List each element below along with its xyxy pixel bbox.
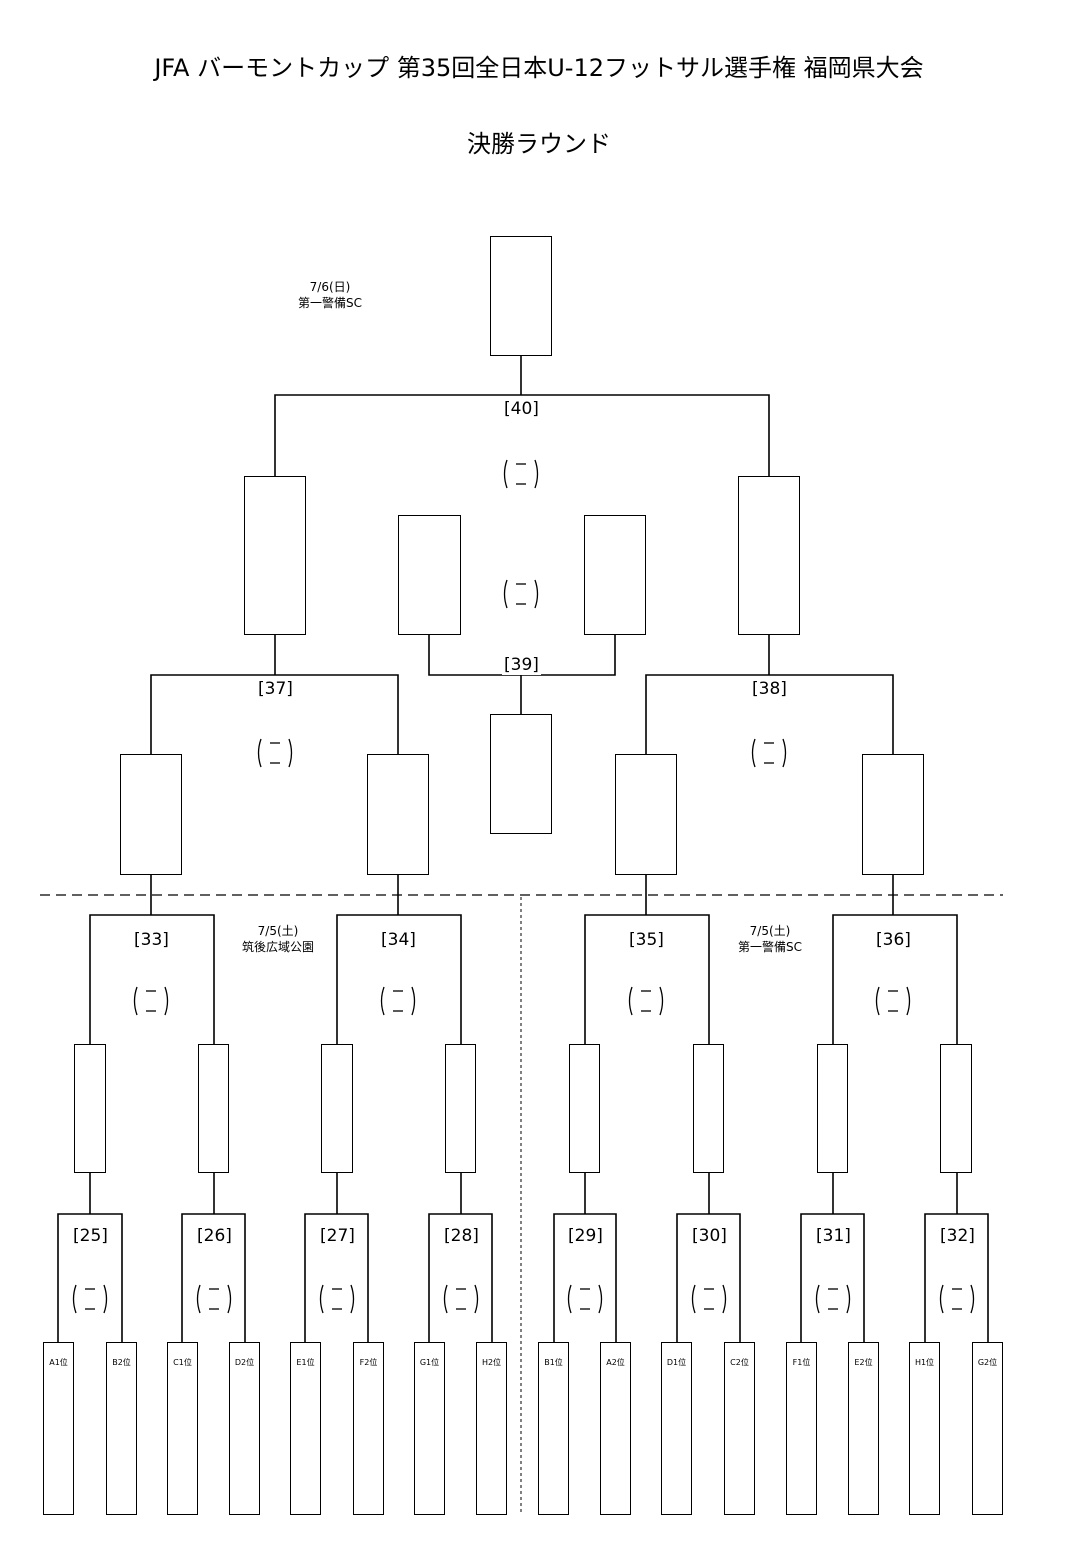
seed-box-h2[interactable]: H2位 [476,1342,507,1515]
winner-box-m33[interactable] [120,754,182,875]
score-box-m27[interactable] [315,1282,359,1316]
venue-info-day1-left: 7/5(土) 筑後広域公園 [218,923,338,955]
seed-box-d1[interactable]: D1位 [661,1342,692,1515]
winner-box-m32[interactable] [940,1044,972,1173]
winner-box-m29[interactable] [569,1044,600,1173]
match-number-m34: [34] [379,930,418,950]
match-number-m31: [31] [814,1226,853,1246]
match-number-m40: [40] [502,399,541,419]
winner-box-m34[interactable] [367,754,429,875]
winner-box-m30[interactable] [693,1044,724,1173]
match-number-m33: [33] [132,930,171,950]
winner-box-m25[interactable] [74,1044,106,1173]
seed-box-b1[interactable]: B1位 [538,1342,569,1515]
connector-m40 [274,356,770,476]
seed-box-b2[interactable]: B2位 [106,1342,137,1515]
score-box-m34[interactable] [376,984,420,1018]
score-box-m35[interactable] [624,984,668,1018]
match-number-m32: [32] [938,1226,977,1246]
score-box-m28[interactable] [439,1282,483,1316]
winner-box-m28[interactable] [445,1044,476,1173]
score-box-m32[interactable] [935,1282,979,1316]
winner-box-m38[interactable] [738,476,800,635]
score-box-m36[interactable] [871,984,915,1018]
match-number-m38: [38] [750,679,789,699]
score-box-m37[interactable] [253,736,297,770]
match-number-m30: [30] [690,1226,729,1246]
seed-box-f2[interactable]: F2位 [353,1342,384,1515]
score-box-m30[interactable] [687,1282,731,1316]
match-number-m35: [35] [627,930,666,950]
connector-m33 [89,875,215,1044]
winner-box-m36[interactable] [862,754,924,875]
seed-box-d2[interactable]: D2位 [229,1342,260,1515]
score-box-m38[interactable] [747,736,791,770]
match-number-m36: [36] [874,930,913,950]
venue-place: 第一警備SC [298,296,362,310]
connector-m29 [553,1173,617,1342]
connector-m28 [428,1173,493,1342]
score-box-m31[interactable] [811,1282,855,1316]
score-box-m25[interactable] [68,1282,112,1316]
seed-box-g2[interactable]: G2位 [972,1342,1003,1515]
page-subtitle: 決勝ラウンド [467,130,611,158]
seed-box-c2[interactable]: C2位 [724,1342,755,1515]
page-title: JFA バーモントカップ 第35回全日本U-12フットサル選手権 福岡県大会 [154,54,924,82]
match-number-m25: [25] [71,1226,110,1246]
connector-m39 [428,635,616,714]
winner-box-m37[interactable] [244,476,306,635]
seed-box-f1[interactable]: F1位 [786,1342,817,1515]
connector-m32 [924,1173,989,1342]
venue-place: 第一警備SC [738,940,802,954]
venue-place: 筑後広域公園 [241,940,314,954]
score-box-m33[interactable] [129,984,173,1018]
seed-box-a2[interactable]: A2位 [600,1342,631,1515]
venue-info-day1-right: 7/5(土) 第一警備SC [710,923,830,955]
venue-date: 7/6(日) [309,280,351,294]
connector-m30 [676,1173,741,1342]
seed-box-c1[interactable]: C1位 [167,1342,198,1515]
connector-m31 [800,1173,865,1342]
score-box-m26[interactable] [192,1282,236,1316]
third-place-box[interactable] [490,714,552,834]
winner-box-m31[interactable] [817,1044,848,1173]
seed-box-h1[interactable]: H1位 [909,1342,940,1515]
venue-info-day2: 7/6(日) 第一警備SC [270,279,390,311]
score-box-m40[interactable] [499,457,543,491]
match-number-m26: [26] [195,1226,234,1246]
winner-box-m26[interactable] [198,1044,229,1173]
winner-box-m35[interactable] [615,754,677,875]
seed-box-g1[interactable]: G1位 [414,1342,445,1515]
match-number-m28: [28] [442,1226,481,1246]
connector-m37 [150,635,399,754]
match-number-m27: [27] [318,1226,357,1246]
venue-date: 7/5(土) [749,924,791,938]
venue-date: 7/5(土) [257,924,299,938]
seed-box-a1[interactable]: A1位 [43,1342,74,1515]
match-number-m39: [39] [502,655,541,675]
champion-box[interactable] [490,236,552,356]
score-box-m29[interactable] [563,1282,607,1316]
winner-box-m27[interactable] [321,1044,353,1173]
connector-m25 [57,1173,123,1342]
score-box-m39[interactable] [499,577,543,611]
match-number-m29: [29] [566,1226,605,1246]
loser-box-m38[interactable] [584,515,646,635]
seed-box-e1[interactable]: E1位 [290,1342,321,1515]
loser-box-m37[interactable] [398,515,461,635]
connector-m35 [584,875,710,1044]
connector-m27 [304,1173,369,1342]
match-number-m37: [37] [256,679,295,699]
seed-box-e2[interactable]: E2位 [848,1342,879,1515]
connector-m38 [645,635,894,754]
connector-m26 [181,1173,246,1342]
